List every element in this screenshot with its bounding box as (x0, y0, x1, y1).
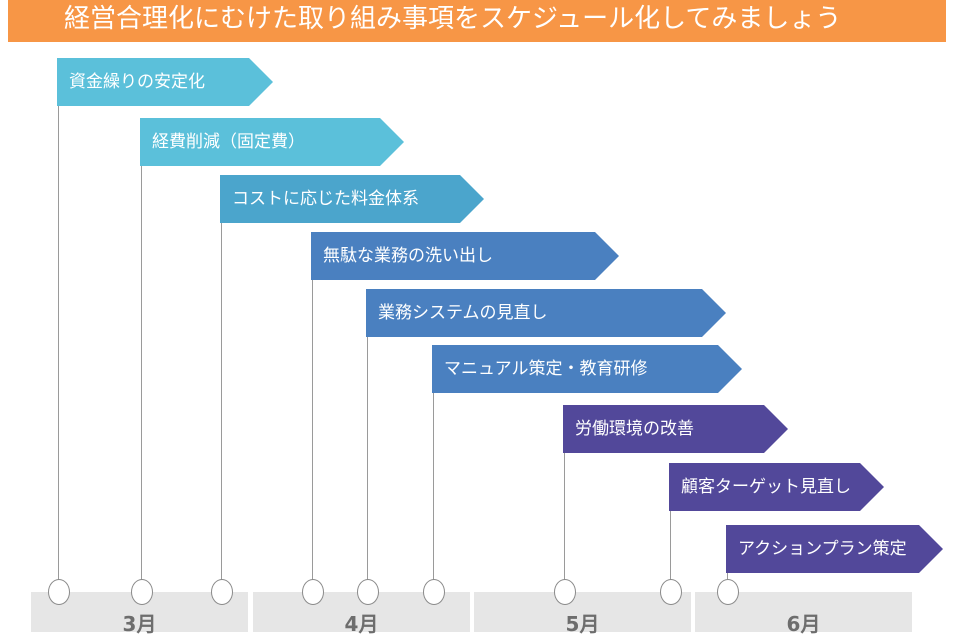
timeline-marker (423, 579, 445, 605)
task-arrow: 資金繰りの安定化 (57, 58, 273, 106)
task-arrow: マニュアル策定・教育研修 (432, 345, 742, 393)
month-may: 5月 (474, 592, 691, 636)
task-arrow: 労働環境の改善 (563, 405, 788, 453)
timeline-connector (367, 337, 368, 580)
timeline-marker (357, 579, 379, 605)
timeline-connector (312, 280, 313, 580)
task-arrow: 無駄な業務の洗い出し (311, 232, 619, 280)
timeline-marker (211, 579, 233, 605)
timeline-connector (221, 223, 222, 580)
timeline-connector (58, 106, 59, 580)
timeline-connector (727, 573, 728, 580)
timeline-connector (433, 393, 434, 580)
timeline-marker (554, 579, 576, 605)
timeline-marker (660, 579, 682, 605)
timeline-marker (48, 579, 70, 605)
task-arrow: コストに応じた料金体系 (220, 175, 484, 223)
task-arrow: 経費削減（固定費） (140, 118, 404, 166)
timeline-connector (670, 511, 671, 580)
page-title: 経営合理化にむけた取り組み事項をスケジュール化してみましょう (8, 0, 946, 42)
timeline-connector (564, 453, 565, 580)
timeline-marker (131, 579, 153, 605)
timeline-marker (717, 579, 739, 605)
task-arrow: 顧客ターゲット見直し (669, 463, 884, 511)
task-arrow: 業務システムの見直し (366, 289, 726, 337)
timeline-connector (141, 166, 142, 580)
timeline-marker (302, 579, 324, 605)
task-arrow: アクションプラン策定 (726, 525, 943, 573)
